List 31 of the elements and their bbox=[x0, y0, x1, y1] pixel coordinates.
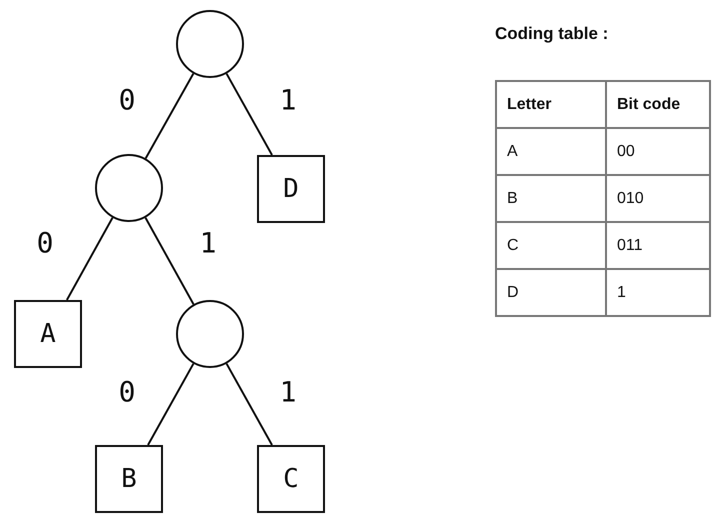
leaf-letter: C bbox=[283, 464, 299, 494]
table-header-cell: Letter bbox=[497, 82, 607, 129]
connector-line bbox=[66, 217, 114, 300]
connector-line bbox=[226, 73, 273, 156]
edge-label: 1 bbox=[280, 84, 296, 116]
connector-line bbox=[144, 73, 194, 159]
leaf-letter: D bbox=[283, 174, 299, 204]
leaf-box bbox=[95, 445, 163, 513]
table-cell: 011 bbox=[607, 223, 711, 270]
connector-line bbox=[147, 363, 194, 446]
connector-line bbox=[144, 217, 194, 305]
edge-label: 0 bbox=[118, 376, 136, 408]
table-title: Coding table : bbox=[495, 24, 608, 44]
leaf-box bbox=[14, 300, 82, 368]
table-cell: 1 bbox=[607, 270, 711, 317]
leaf-box bbox=[257, 155, 325, 223]
table-cell: 010 bbox=[607, 176, 711, 223]
table-cell: A bbox=[497, 129, 607, 176]
leaf-letter: B bbox=[121, 464, 137, 494]
edge-label: 0 bbox=[36, 226, 54, 260]
table-cell: B bbox=[497, 176, 607, 223]
table-cell: C bbox=[497, 223, 607, 270]
edge-label: 1 bbox=[200, 226, 216, 260]
table-cell: 00 bbox=[607, 129, 711, 176]
connector-line bbox=[226, 363, 273, 446]
leaf-letter: A bbox=[40, 319, 56, 349]
leaf-box bbox=[257, 445, 325, 513]
table-header-cell: Bit code bbox=[607, 82, 711, 129]
table-cell: D bbox=[497, 270, 607, 317]
edge-label: 0 bbox=[118, 84, 136, 116]
edge-label: 1 bbox=[280, 376, 296, 408]
